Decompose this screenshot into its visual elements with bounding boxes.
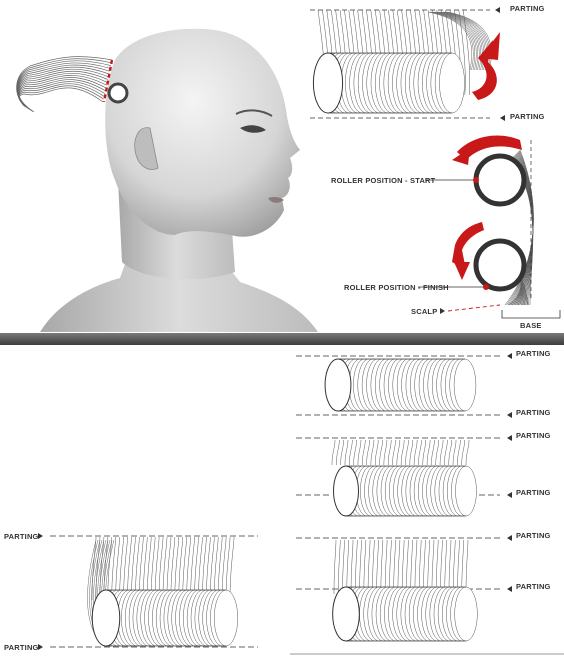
arrow-right-icon	[38, 533, 43, 539]
parting-label-6: PARTING	[516, 582, 551, 591]
roller-lower-2	[334, 466, 477, 516]
roller-start	[476, 156, 524, 204]
arrow-left-icon	[507, 412, 512, 418]
strands-lower-3	[334, 540, 468, 594]
arrow-right-icon	[38, 644, 43, 650]
parting-label-top-lower: PARTING	[510, 112, 545, 121]
roller-head	[109, 84, 127, 102]
roller-top	[313, 53, 464, 113]
roller-lower-1	[325, 359, 476, 411]
arrow-left-icon	[507, 435, 512, 441]
base-label: BASE	[520, 321, 542, 330]
arrow-left-icon	[507, 492, 512, 498]
arrow-left-icon	[500, 115, 505, 121]
curved-arrow-icon	[454, 262, 470, 280]
panel-top-roller: PARTING PARTING	[310, 4, 545, 121]
arrow-left-icon	[507, 586, 512, 592]
scalp-label: SCALP	[411, 307, 437, 316]
roller-finish-label: ROLLER POSITION - FINISH	[344, 283, 449, 292]
strands-lower-2	[332, 440, 469, 465]
parting-label-left-bottom: PARTING	[4, 643, 39, 652]
base-bracket	[502, 310, 560, 318]
arrow-left-icon	[495, 7, 500, 13]
roller-start-label: ROLLER POSITION - START	[331, 176, 436, 185]
arrow-left-icon	[507, 535, 512, 541]
head	[105, 29, 300, 237]
parting-label-1: PARTING	[516, 349, 551, 358]
divider-bar	[0, 333, 564, 345]
parting-label-3: PARTING	[516, 431, 551, 440]
parting-label-left-top: PARTING	[4, 532, 39, 541]
parting-label-2: PARTING	[516, 408, 551, 417]
parting-label-4: PARTING	[516, 488, 551, 497]
roller-lower-4	[92, 590, 238, 646]
parting-label-top: PARTING	[510, 4, 545, 13]
head-hair-strands	[17, 57, 112, 112]
lower-panels	[50, 356, 500, 647]
arrow-left-icon	[507, 353, 512, 359]
arrow-right-icon	[440, 308, 445, 314]
parting-label-5: PARTING	[516, 531, 551, 540]
roller-lower-3	[333, 587, 478, 641]
roller-finish	[476, 241, 524, 289]
panel-roller-positions: ROLLER POSITION - START ROLLER POSITION …	[331, 136, 560, 330]
